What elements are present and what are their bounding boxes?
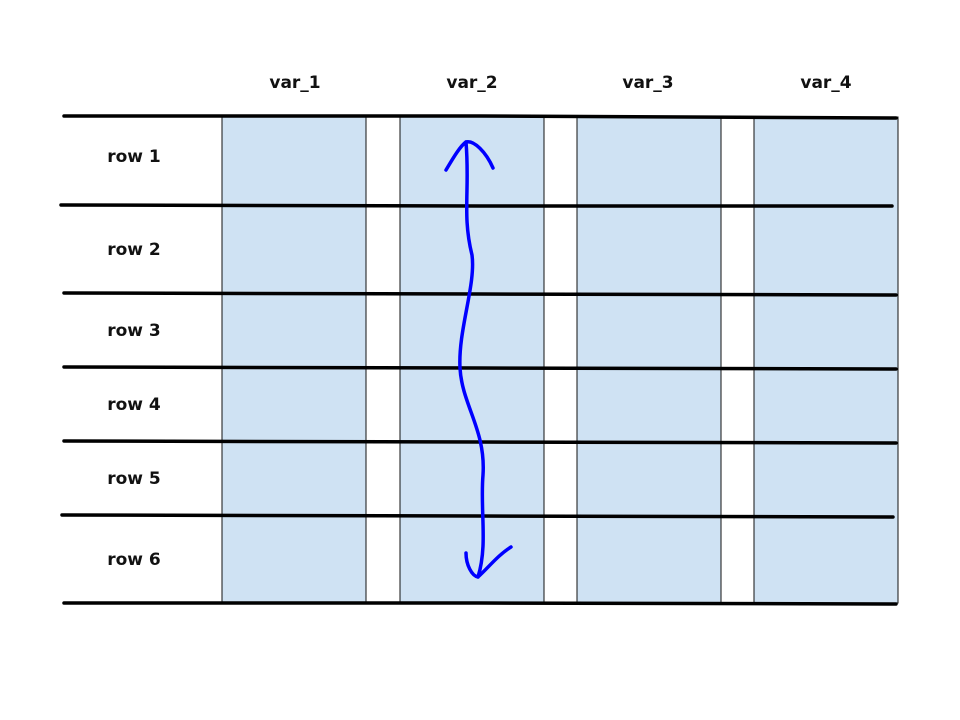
row-line-4 bbox=[62, 365, 898, 371]
column-header-var-1: var_1 bbox=[269, 73, 320, 93]
row-label-6: row 6 bbox=[107, 550, 161, 570]
row-line-2 bbox=[59, 203, 894, 208]
row-label-3: row 3 bbox=[107, 321, 161, 341]
row-label-4: row 4 bbox=[107, 395, 161, 415]
arrow-head-top bbox=[444, 140, 495, 172]
column-header-var-3: var_3 bbox=[622, 73, 673, 93]
row-labels: row 1 row 2 row 3 row 4 row 5 row 6 bbox=[107, 147, 161, 570]
arrow-shaft bbox=[458, 140, 485, 579]
row-label-2: row 2 bbox=[107, 240, 161, 260]
column-blocks bbox=[221, 116, 899, 604]
row-line-3 bbox=[62, 291, 898, 297]
row-line-1 bbox=[62, 114, 898, 120]
column-block-var-1 bbox=[221, 116, 367, 604]
column-header-var-2: var_2 bbox=[446, 73, 497, 93]
column-block-var-2 bbox=[399, 116, 545, 604]
arrow-head-bottom bbox=[464, 545, 513, 579]
row-line-7 bbox=[62, 601, 898, 606]
row-label-1: row 1 bbox=[107, 147, 161, 167]
column-block-var-4 bbox=[753, 116, 899, 604]
row-label-5: row 5 bbox=[107, 469, 161, 489]
column-header-var-4: var_4 bbox=[800, 73, 851, 93]
column-headers: var_1 var_2 var_3 var_4 bbox=[269, 73, 851, 93]
row-line-6 bbox=[60, 513, 895, 519]
double-arrow-icon bbox=[444, 140, 513, 579]
column-block-var-3 bbox=[576, 116, 722, 604]
